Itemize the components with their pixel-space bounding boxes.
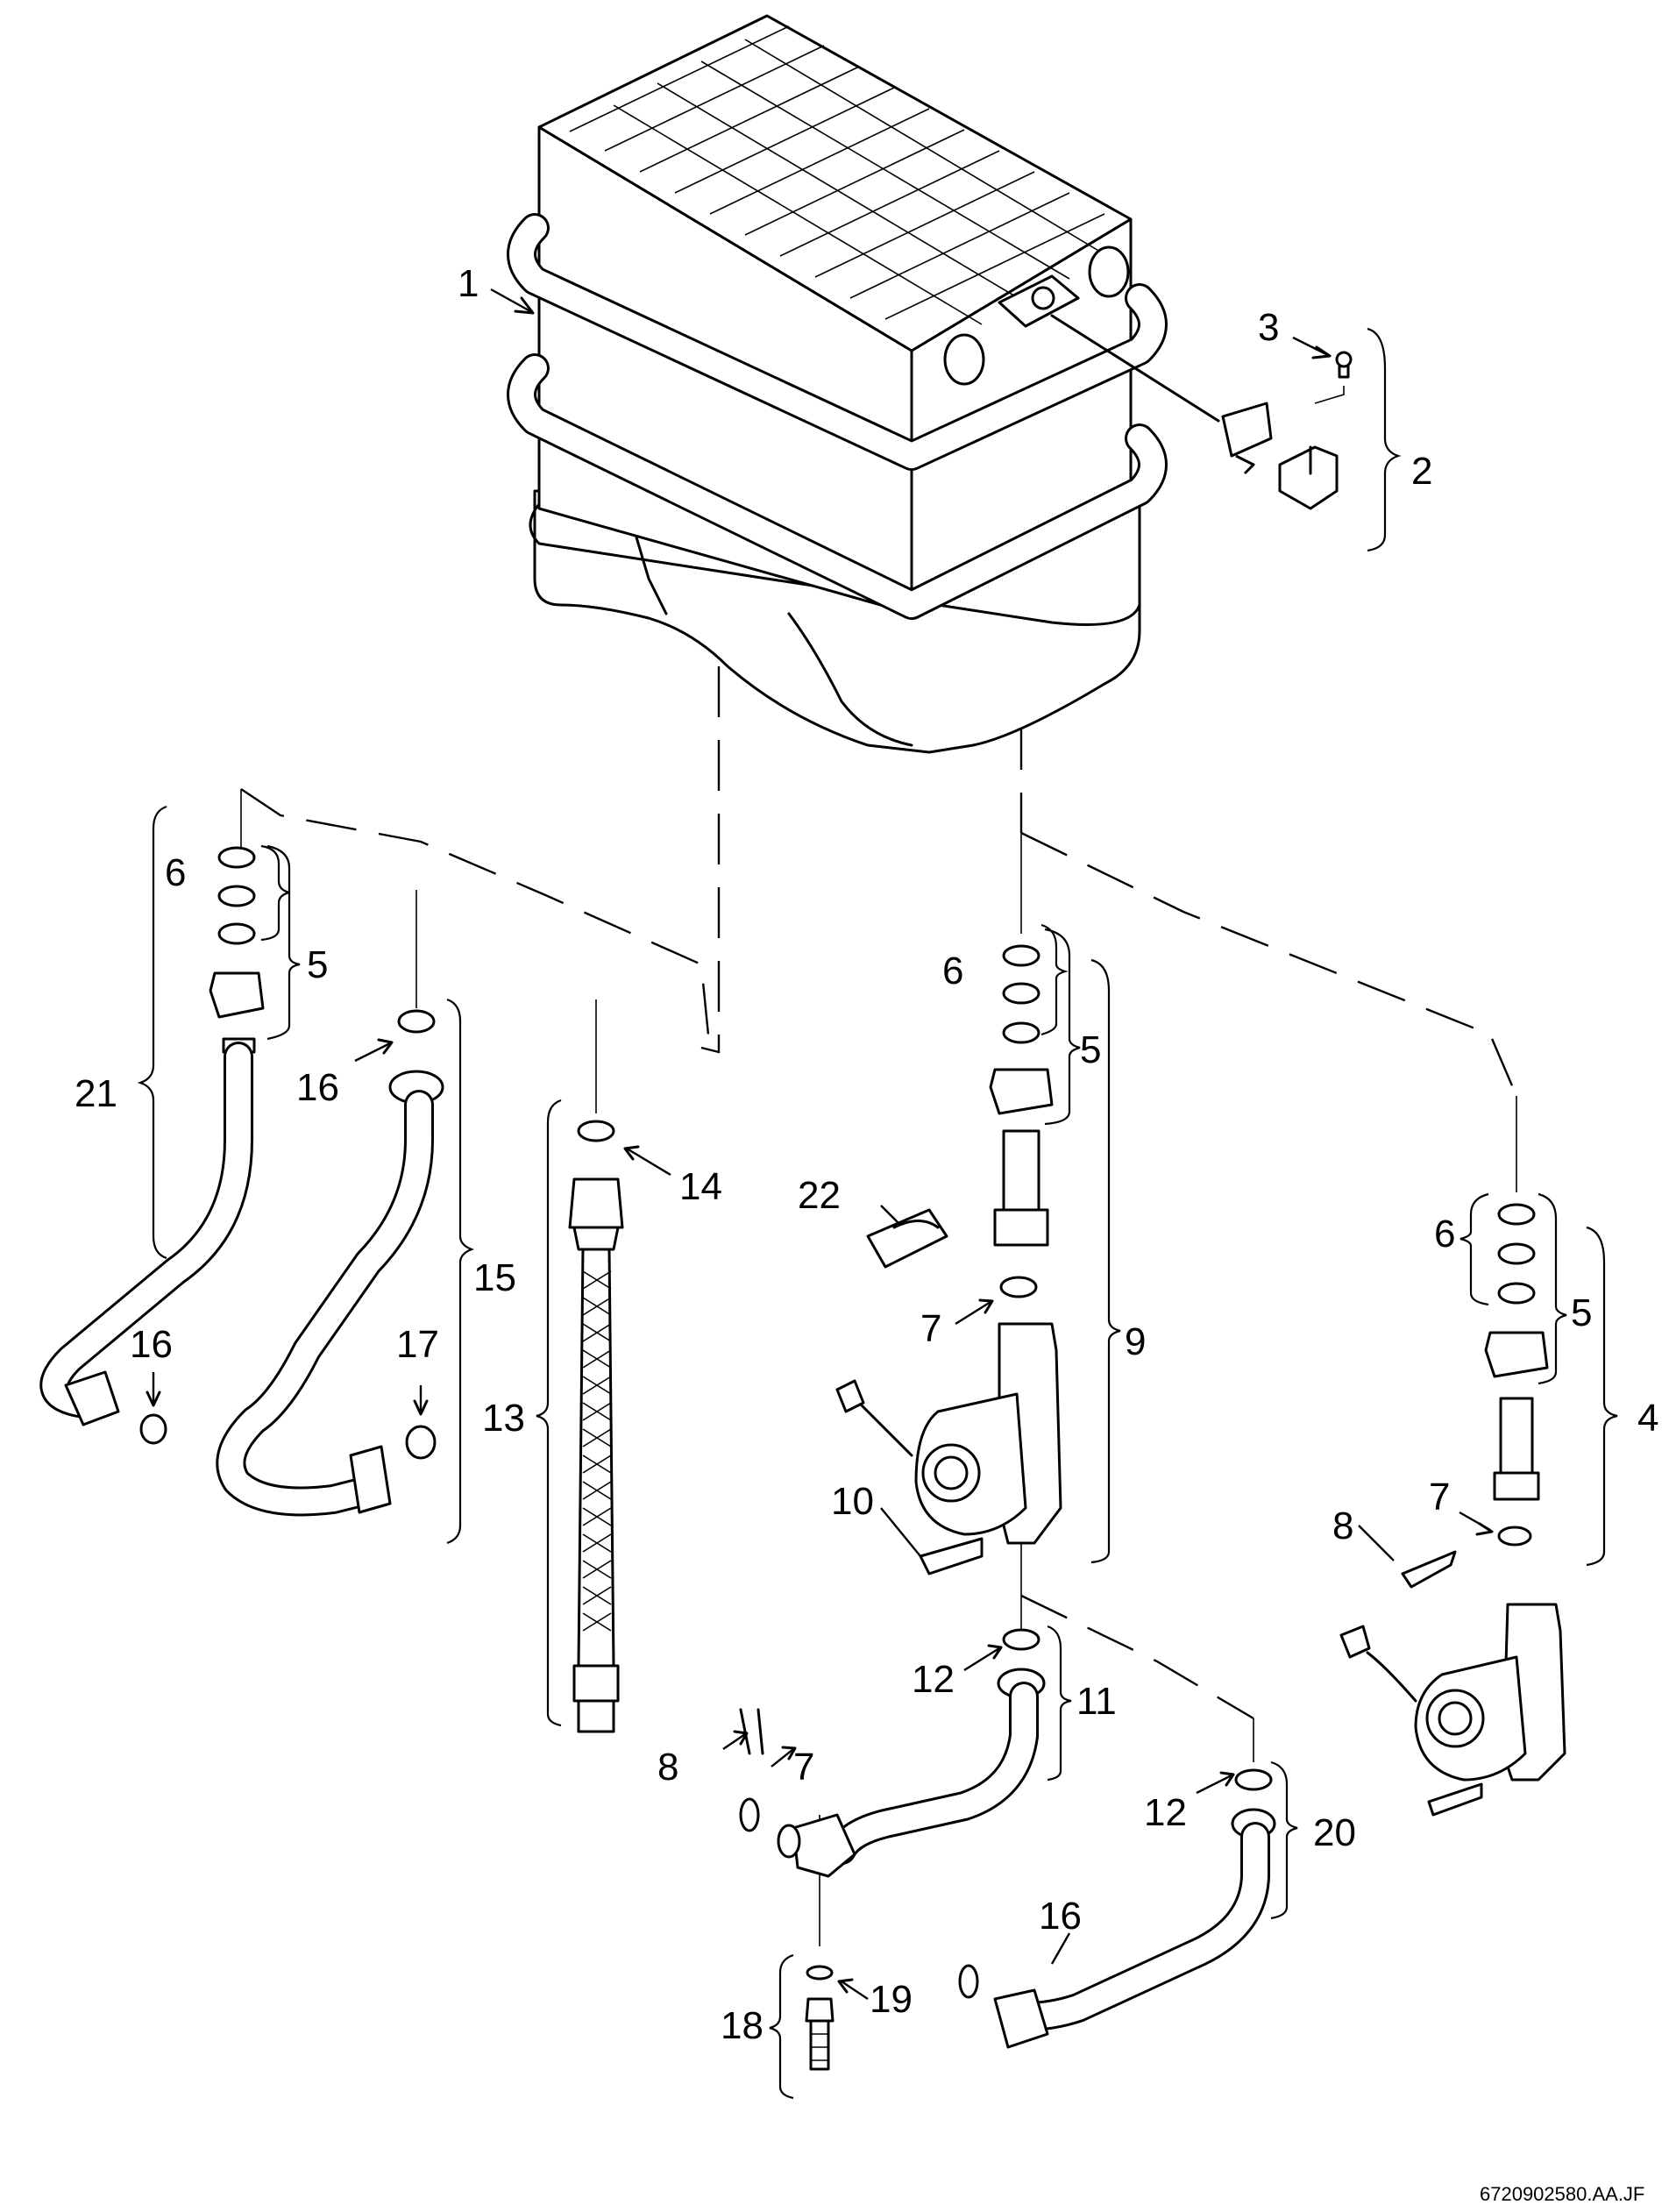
- label-part-22: 22: [798, 1174, 841, 1217]
- leader-arrows: [146, 288, 1494, 2000]
- label-part-13: 13: [482, 1397, 525, 1440]
- pipe-assembly-20: [958, 1768, 1276, 2049]
- assembly-guide-lines: [240, 666, 1518, 1946]
- label-part-4: 4: [1637, 1397, 1658, 1440]
- pipe-assembly-11: [739, 1628, 1046, 1878]
- label-part-5b: 5: [1080, 1028, 1101, 1071]
- label-part-5c: 5: [1571, 1291, 1592, 1334]
- label-part-20: 20: [1313, 1811, 1356, 1854]
- label-part-7a: 7: [920, 1307, 941, 1350]
- sensor-clip-assembly: [1221, 351, 1353, 510]
- label-part-7c: 7: [1429, 1476, 1450, 1519]
- label-part-6b: 6: [942, 950, 963, 992]
- label-part-16a: 16: [296, 1066, 339, 1109]
- label-part-11: 11: [1076, 1680, 1117, 1723]
- figure-reference: 6720902580.AA.JF: [1480, 2183, 1644, 2205]
- pipe-assembly-21: [39, 846, 265, 1445]
- label-part-16b: 16: [130, 1323, 173, 1366]
- label-part-5a: 5: [307, 943, 328, 986]
- label-part-16c: 16: [1039, 1895, 1082, 1938]
- water-valve-group-4: [1339, 1203, 1566, 1817]
- pipe-assembly-15: [216, 1009, 444, 1517]
- label-part-10: 10: [831, 1480, 874, 1523]
- label-part-12b: 12: [1144, 1791, 1187, 1834]
- label-part-14: 14: [679, 1165, 722, 1208]
- part-labels: 1 2 3 4 5 5 5 6 6 6 7 7 7 8 8 9 10 11 12…: [75, 262, 1658, 2205]
- label-part-9: 9: [1125, 1320, 1146, 1363]
- label-part-6a: 6: [165, 851, 186, 894]
- label-part-2: 2: [1411, 450, 1432, 493]
- label-part-21: 21: [75, 1072, 117, 1115]
- label-part-18: 18: [721, 2004, 763, 2047]
- group-braces: [137, 327, 1618, 2100]
- label-part-3: 3: [1258, 306, 1279, 349]
- label-part-8b: 8: [1332, 1504, 1353, 1547]
- label-part-15: 15: [473, 1256, 516, 1299]
- label-part-17: 17: [396, 1323, 439, 1366]
- water-valve-group-9: [835, 944, 1062, 1575]
- label-part-12a: 12: [912, 1658, 955, 1701]
- heat-exchanger: [507, 14, 1220, 754]
- drain-plug-18: [805, 1965, 834, 2071]
- fin-pattern: [569, 25, 1105, 325]
- flex-hose-13: [568, 1120, 624, 1733]
- label-part-6c: 6: [1434, 1213, 1455, 1255]
- label-part-19: 19: [870, 1978, 913, 2021]
- label-part-1: 1: [458, 262, 479, 305]
- label-part-7b: 7: [793, 1746, 814, 1789]
- label-part-8a: 8: [657, 1746, 678, 1789]
